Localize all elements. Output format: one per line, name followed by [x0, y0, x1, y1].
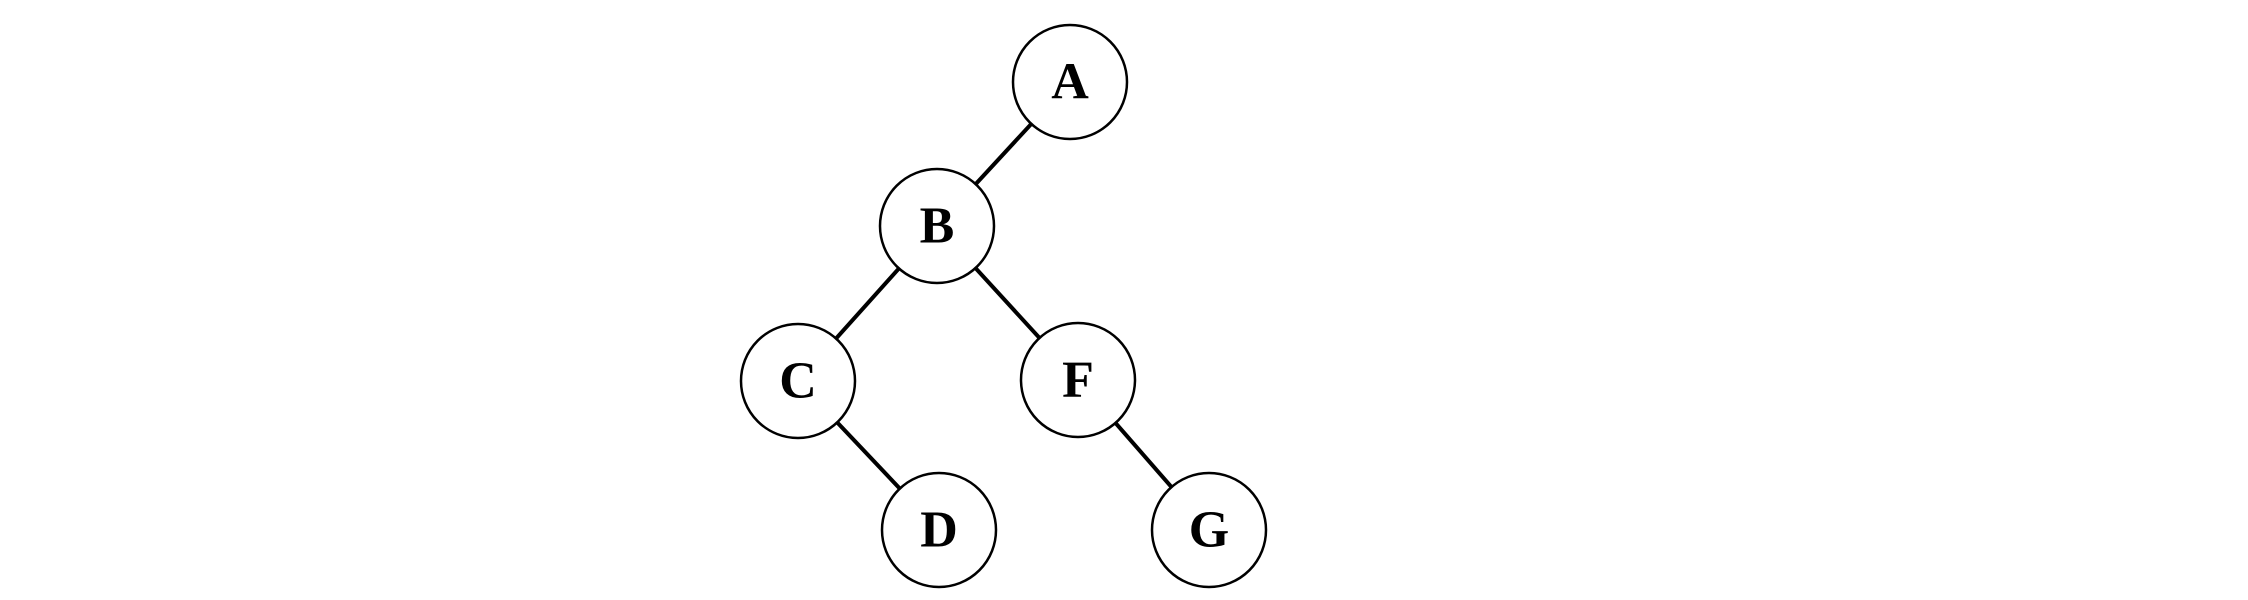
node-D-circle [880, 471, 998, 589]
tree-nodes: A B C F D G [739, 23, 1268, 589]
node-A: A [1011, 23, 1129, 141]
node-C-circle [739, 322, 857, 440]
node-C: C [739, 322, 857, 440]
node-D: D [880, 471, 998, 589]
node-B-circle [878, 167, 996, 285]
node-B: B [878, 167, 996, 285]
node-G-label: G [1189, 502, 1229, 559]
node-D-label: D [920, 502, 958, 559]
node-C-label: C [779, 353, 817, 410]
node-F-circle [1019, 321, 1137, 439]
node-A-label: A [1051, 54, 1089, 111]
node-G-circle [1150, 471, 1268, 589]
node-F-label: F [1062, 352, 1094, 409]
node-G: G [1150, 471, 1268, 589]
node-F: F [1019, 321, 1137, 439]
node-B-label: B [920, 198, 955, 255]
tree-edges [796, 80, 1211, 532]
node-A-circle [1011, 23, 1129, 141]
